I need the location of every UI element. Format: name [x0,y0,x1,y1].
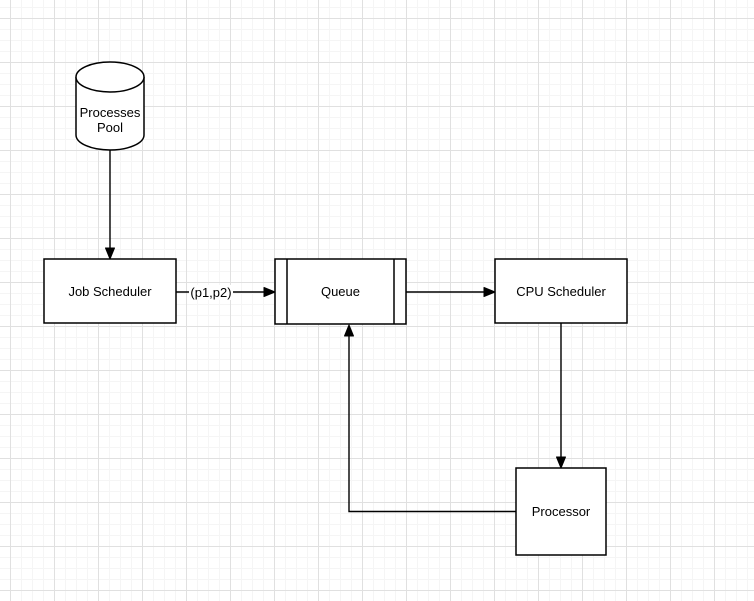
edge-processor-to-queue[interactable] [344,324,516,513]
node-queue[interactable] [274,258,407,325]
cylinder-body [75,77,145,151]
node-processes-pool[interactable] [75,61,145,151]
cylinder-top [75,61,145,93]
node-job-scheduler[interactable] [43,258,177,324]
queue-body [274,258,407,325]
node-processor[interactable] [515,467,607,556]
node-cpu-scheduler[interactable] [494,258,628,324]
